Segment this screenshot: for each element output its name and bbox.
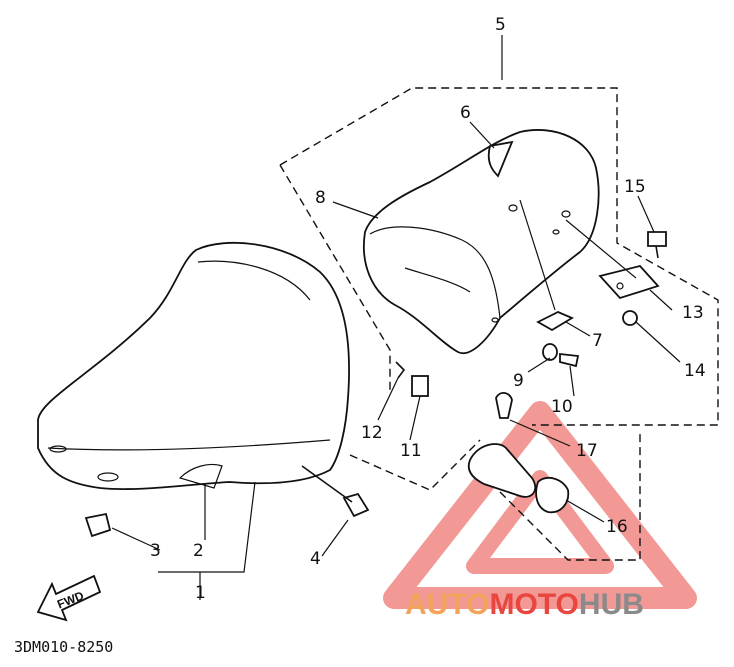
forward-direction-arrow: FWD — [36, 574, 102, 622]
callout-8: 8 — [315, 188, 326, 208]
callout-14: 14 — [684, 361, 706, 381]
callout-13: 13 — [682, 303, 704, 323]
callout-2: 2 — [193, 541, 204, 561]
callout-10: 10 — [551, 397, 573, 417]
callout-16: 16 — [606, 517, 628, 537]
assembly-boundary — [279, 87, 719, 561]
watermark-moto: MOTO — [489, 588, 578, 621]
callout-17: 17 — [576, 441, 598, 461]
callout-11: 11 — [400, 441, 422, 461]
callout-12: 12 — [361, 423, 383, 443]
callout-7: 7 — [592, 331, 603, 351]
part-code: 3DM010-8250 — [14, 638, 113, 656]
leader-lines — [111, 35, 681, 600]
callout-labels: 1 2 3 4 5 6 7 8 9 10 11 12 13 14 15 16 1… — [150, 15, 706, 603]
callout-3: 3 — [150, 541, 161, 561]
callout-15: 15 — [624, 177, 646, 197]
callout-9: 9 — [513, 371, 524, 391]
watermark-triangle-logo — [383, 401, 697, 609]
watermark-auto: AUTO — [405, 588, 489, 621]
watermark-text: AUTOMOTOHUB — [405, 588, 644, 621]
front-seat — [37, 241, 350, 490]
callout-6: 6 — [460, 103, 471, 123]
callout-5: 5 — [495, 15, 506, 35]
callout-4: 4 — [310, 549, 321, 569]
small-parts — [84, 231, 667, 538]
rear-seat — [363, 129, 600, 355]
svg-text:AUTOMOTOHUB: AUTOMOTOHUB — [405, 588, 644, 621]
callout-1: 1 — [195, 583, 206, 603]
watermark-hub: HUB — [579, 588, 644, 621]
